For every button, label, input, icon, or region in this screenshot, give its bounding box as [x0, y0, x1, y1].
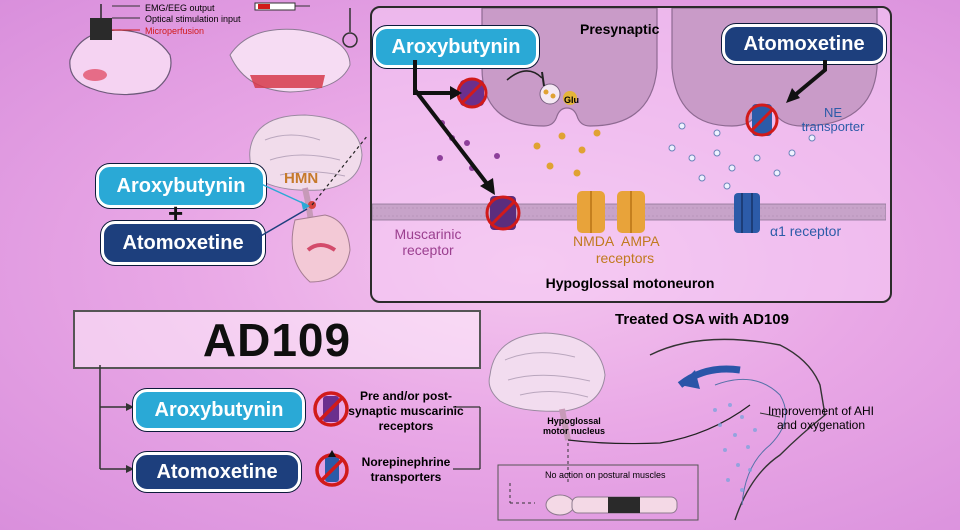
receptors-label: receptors [595, 250, 655, 266]
ampa-label: AMPA [621, 233, 660, 249]
improvement-label: Improvement of AHI and oxygenation [767, 404, 875, 432]
bottom-aroxybutynin-badge: Aroxybutynin [133, 389, 305, 431]
ad109-tree-lines [99, 365, 481, 473]
alpha1-receptor-label: α1 receptor [770, 223, 842, 239]
plus-sign: + [168, 198, 184, 228]
muscarinic-blocked-icon [313, 391, 349, 427]
hypoglossal-motoneuron-label: Hypoglossal motoneuron [545, 275, 715, 291]
bottom-atomoxetine-badge: Atomoxetine [133, 452, 301, 492]
synapse-atomoxetine-badge: Atomoxetine [722, 24, 886, 64]
treated-osa-title: Treated OSA with AD109 [615, 311, 789, 328]
synapse-drug-arrows [413, 60, 827, 195]
presynaptic-label: Presynaptic [580, 21, 660, 37]
rat-preparation-illustration [69, 2, 358, 96]
synapse-aroxybutynin-badge: Aroxybutynin [373, 26, 539, 68]
muscarinic-receptor-label: Muscarinic receptor [394, 226, 462, 258]
optical-input-label: Optical stimulation input [145, 14, 241, 24]
hmn-label: HMN [284, 170, 319, 187]
left-aroxybutynin-badge: Aroxybutynin [96, 164, 266, 208]
ad109-title: AD109 [202, 313, 352, 366]
transporter-blocked-icon [315, 450, 349, 487]
transporter-target-desc: Norepinephrine transporters [361, 455, 451, 484]
treated-osa-illustration [488, 332, 826, 521]
alpha1-receptor [734, 193, 760, 233]
ad109-title-box: AD109 [73, 310, 481, 369]
postural-muscles-label: No action on postural muscles [545, 470, 666, 480]
hypoglossal-nucleus-label: Hypoglossal motor nucleus [542, 416, 605, 436]
left-combo-arrows [258, 182, 310, 238]
glu-label: Glu [564, 95, 579, 105]
ne-transporter-label: NE transporter [801, 105, 865, 134]
nmda-label: NMDA [573, 233, 615, 249]
muscarinic-target-desc: Pre and/or post- synaptic muscarinic rec… [348, 389, 464, 433]
emg-output-label: EMG/EEG output [145, 3, 215, 13]
left-atomoxetine-badge: Atomoxetine [101, 221, 265, 265]
microperfusion-label: Microperfusion [145, 26, 205, 36]
